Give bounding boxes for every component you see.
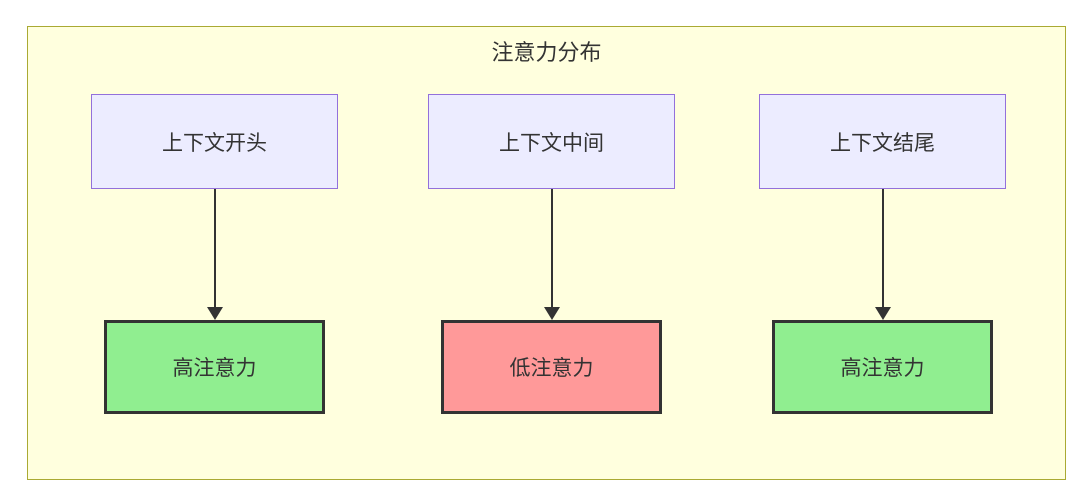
node-context-end: 上下文结尾 [759, 94, 1006, 189]
arrow-line [213, 189, 216, 307]
arrow-line [881, 189, 884, 307]
node-context-middle: 上下文中间 [428, 94, 675, 189]
arrow-context-middle [543, 189, 560, 320]
arrowhead-down-icon [206, 307, 223, 320]
attention-cluster: 注意力分布 上下文开头 高注意力 上下文中间 低注意力 上下文结尾 高注意力 [27, 26, 1066, 480]
arrow-context-end [874, 189, 891, 320]
arrowhead-down-icon [874, 307, 891, 320]
arrowhead-down-icon [543, 307, 560, 320]
flow-column-context-middle: 上下文中间 低注意力 [428, 94, 675, 414]
arrow-line [550, 189, 553, 307]
node-attention-level-start: 高注意力 [104, 320, 325, 414]
node-attention-level-middle: 低注意力 [441, 320, 662, 414]
node-context-start: 上下文开头 [91, 94, 338, 189]
arrow-context-start [206, 189, 223, 320]
flow-column-context-start: 上下文开头 高注意力 [91, 94, 338, 414]
cluster-title: 注意力分布 [491, 40, 602, 65]
node-attention-level-end: 高注意力 [772, 320, 993, 414]
flow-column-context-end: 上下文结尾 高注意力 [759, 94, 1006, 414]
